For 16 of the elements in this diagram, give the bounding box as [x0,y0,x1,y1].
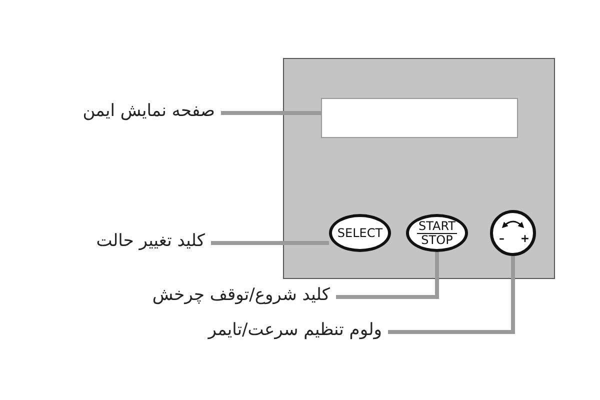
minus-plus-signs: – + [499,233,530,245]
leader-line [211,241,329,245]
control-panel [283,58,555,279]
knob [490,210,536,256]
callout-label: کلید تغییر حالت [96,231,205,251]
button [329,214,391,252]
display-screen [321,98,518,138]
button-label: START [417,220,457,234]
callout-label: صفحه نمایش ایمن [82,101,215,121]
callout-label: کلید شروع/توقف چرخش [152,285,330,305]
callout-label: ولوم تنظیم سرعت/تایمر [208,320,382,340]
leader-line [388,256,515,334]
leader-line [336,252,439,299]
button-label: SELECT [337,226,383,240]
leader-line [221,111,321,115]
button-label: STOP [421,234,453,246]
